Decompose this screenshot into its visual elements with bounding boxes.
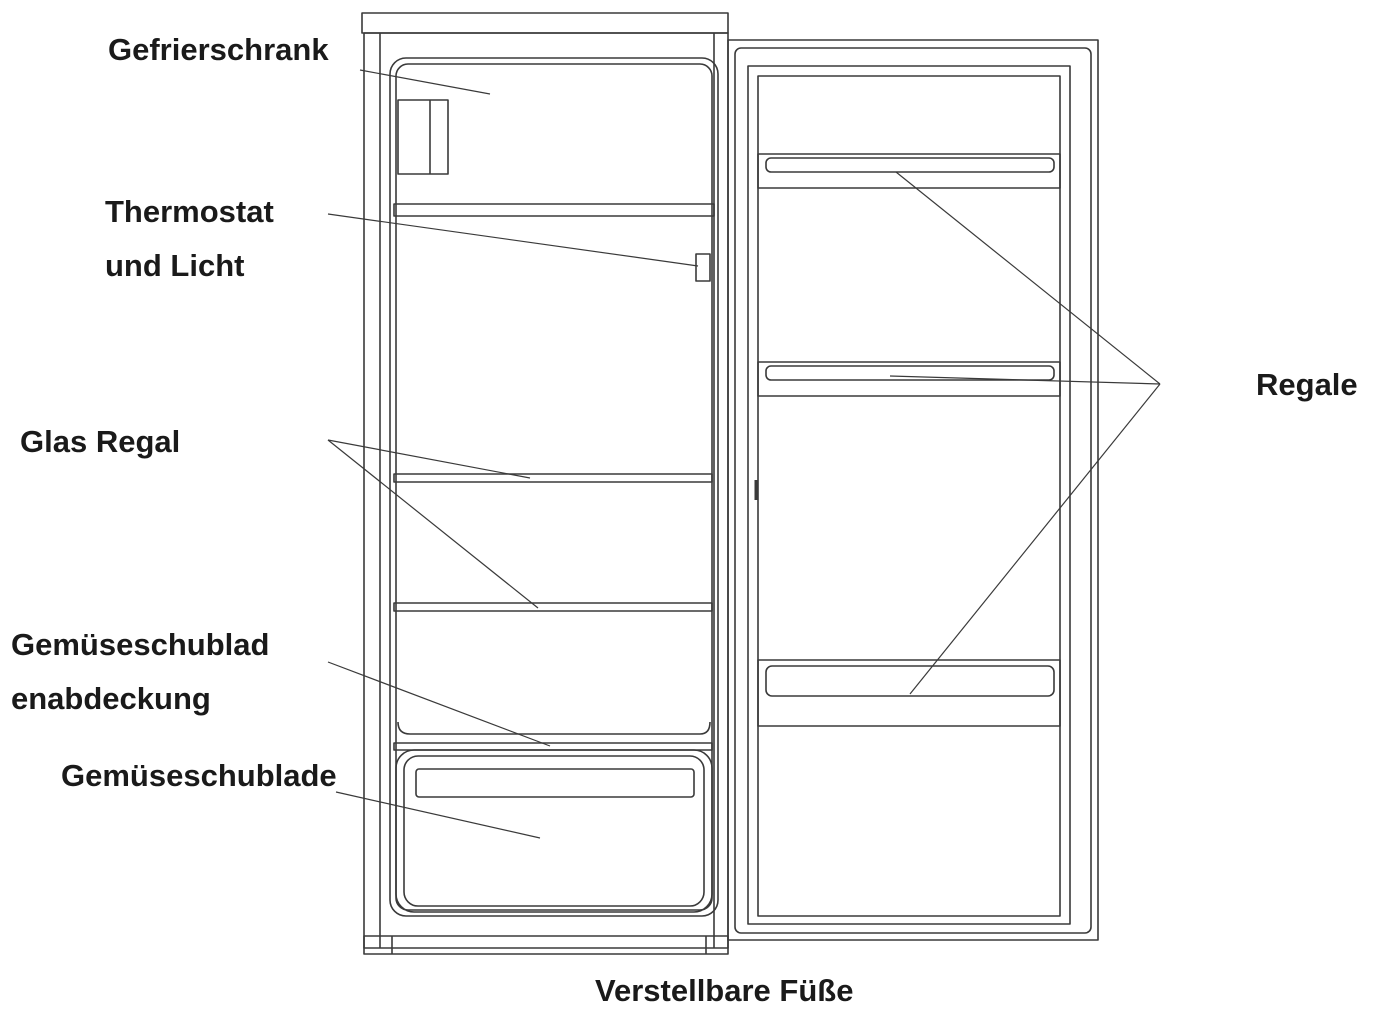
crisper-drawer (395, 749, 713, 913)
label-glass-shelf: Glas Regal (20, 424, 181, 459)
cabinet-base (363, 935, 729, 955)
leader-crisper (335, 791, 541, 839)
door-shelf-middle (757, 361, 1061, 397)
glass-shelf-lower (393, 602, 713, 612)
fridge-door (727, 39, 1099, 941)
crisper-handle (415, 768, 695, 798)
leader-lines (327, 69, 1161, 839)
label-freezer: Gefrierschrank (108, 32, 329, 67)
freezer-latch (397, 99, 449, 175)
door-shelf-bottom (757, 659, 1061, 727)
leader-thermostat (327, 213, 699, 267)
leader-shelf-top (895, 171, 1161, 385)
leader-shelf-middle (889, 375, 1161, 385)
label-crisper: Gemüseschublade (61, 758, 337, 793)
glass-shelf-upper (393, 473, 713, 483)
freezer-bottom-shelf (393, 203, 715, 217)
door-shelf-top (757, 153, 1061, 189)
door-gasket (747, 65, 1071, 925)
interior-liner (389, 57, 719, 917)
fridge-cabinet (361, 12, 729, 955)
door-shelves (757, 153, 1061, 727)
label-feet: Verstellbare Füße (595, 973, 854, 1008)
glass-shelves (393, 473, 713, 612)
freezer-compartment (393, 99, 715, 217)
label-shelves: Regale (1256, 367, 1358, 402)
label-thermostat: Thermostat und Licht (105, 194, 274, 283)
leader-crisper-cover (327, 661, 551, 747)
crisper-cover (397, 721, 711, 735)
door-outer (727, 39, 1099, 941)
leader-shelf-bottom (909, 383, 1161, 695)
leader-glass-shelf-upper (327, 439, 531, 479)
thermostat-box (695, 253, 711, 282)
cabinet-top (361, 12, 729, 34)
leader-glass-shelf-lower (327, 439, 539, 609)
label-crisper-cover: Gemüseschublad enabdeckung (11, 627, 270, 716)
leader-freezer (359, 69, 491, 95)
